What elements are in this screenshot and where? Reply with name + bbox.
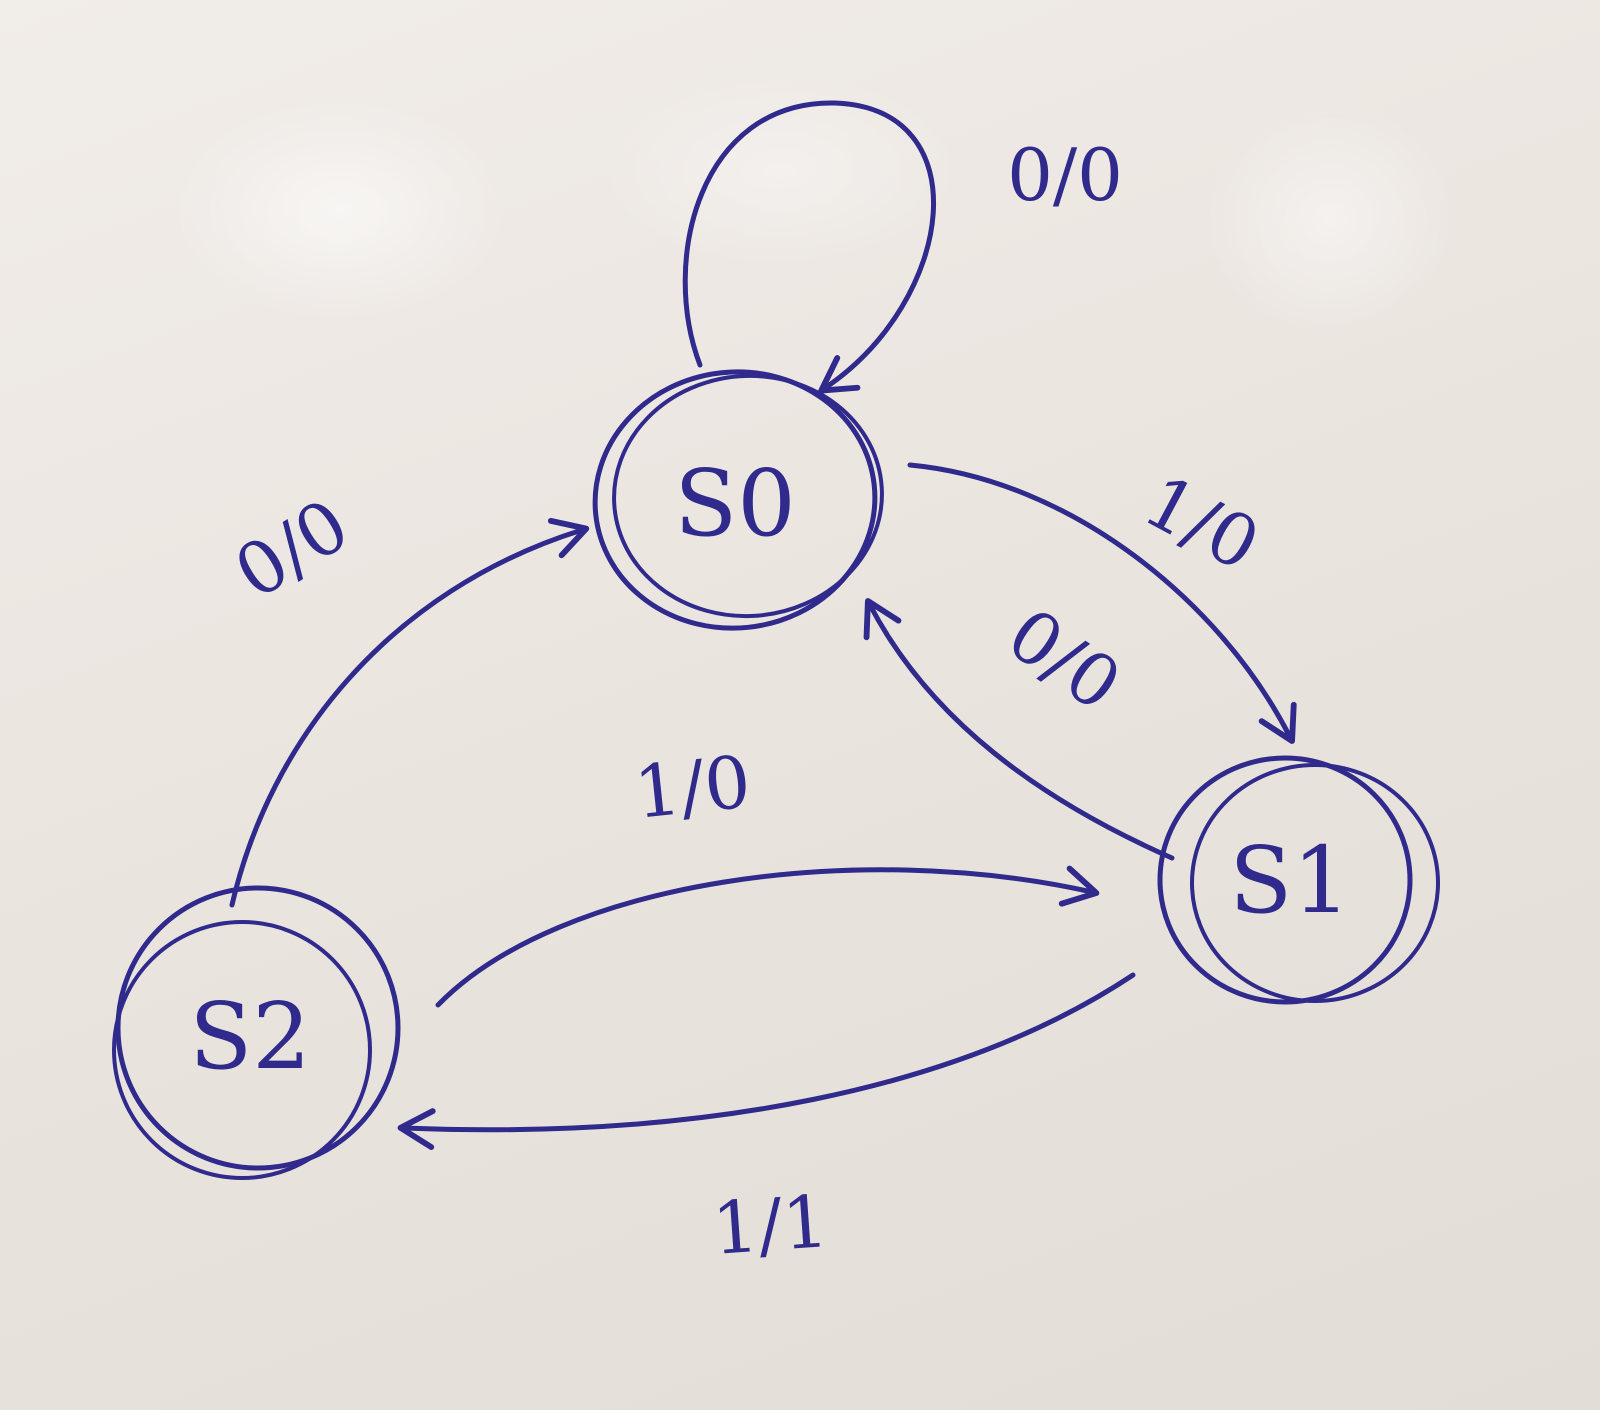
transition-s2-s1-label: 1/0 — [630, 739, 754, 835]
state-s2-label: S2 — [189, 983, 311, 1090]
transition-s2-s0: 0/0 — [220, 482, 590, 908]
state-s0-circle — [592, 369, 878, 631]
transition-s2-s1: 1/0 — [435, 739, 1100, 1008]
transition-s1-s0-label: 0/0 — [993, 592, 1136, 727]
state-s1-label: S1 — [1229, 827, 1351, 934]
state-s0-label: S0 — [674, 450, 796, 557]
transition-s1-s0-arrow — [863, 598, 1175, 861]
state-s2: S2 — [112, 885, 401, 1180]
transition-s0-s0-label: 0/0 — [1007, 133, 1123, 217]
transition-s2-s0-label: 0/0 — [220, 482, 363, 615]
transition-s1-s2-arrow — [397, 972, 1136, 1151]
state-s0: S0 — [592, 369, 884, 631]
transition-s1-s0: 0/0 — [863, 592, 1175, 861]
transition-s0-s0: 0/0 — [682, 100, 1123, 394]
state-s2-circle-retrace — [112, 920, 372, 1180]
state-s1: S1 — [1157, 755, 1440, 1005]
state-s1-circle — [1157, 755, 1413, 1005]
transition-s1-s2-label: 1/1 — [710, 1179, 831, 1271]
transition-s1-s2: 1/1 — [397, 972, 1136, 1271]
transition-s0-s1-arrow — [907, 462, 1297, 744]
transition-s0-s0-arrow — [682, 100, 936, 394]
transition-s2-s0-arrow — [229, 517, 590, 908]
state-s2-circle — [115, 885, 401, 1171]
state-s1-circle-retrace — [1190, 763, 1440, 1003]
state-s0-circle-retrace — [612, 373, 884, 619]
transition-s2-s1-arrow — [435, 865, 1100, 1008]
